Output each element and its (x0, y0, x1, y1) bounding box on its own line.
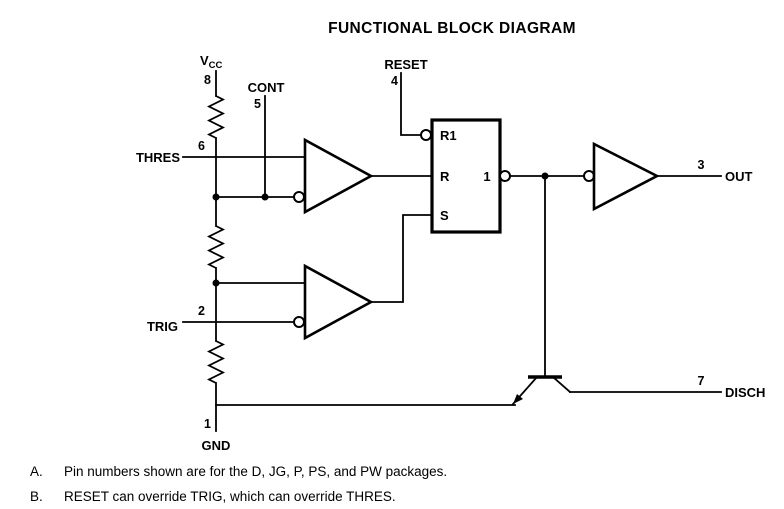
vcc-label-sub: CC (209, 60, 223, 71)
vcc-pin-label: VCC (200, 53, 223, 71)
out-pin-label: OUT (725, 169, 753, 184)
gnd-pin-number: 1 (204, 417, 211, 431)
buffer-input-bubble (583, 170, 595, 182)
discharge-transistor (511, 375, 572, 406)
vcc-label-main: V (200, 53, 209, 68)
trig-comparator-inverting-bubble (293, 316, 305, 328)
cont-pin-label: CONT (248, 80, 285, 95)
latch-s-input-label: S (440, 208, 449, 223)
thres-comparator-triangle (303, 137, 374, 215)
trig-pin-label: TRIG (147, 319, 178, 334)
disch-pin-number: 7 (698, 374, 705, 388)
trig-reference-dot (212, 279, 220, 287)
note-b-index: B. (30, 489, 43, 504)
input-wires (182, 72, 422, 323)
trig-comparator (293, 263, 374, 341)
note-a-text: Pin numbers shown are for the D, JG, P, … (64, 464, 447, 479)
reset-pin-label: RESET (384, 57, 427, 72)
latch-r-input-label: R (440, 169, 450, 184)
cont-node-dot (212, 193, 220, 201)
output-branch-dot (541, 172, 549, 180)
out-pin-number: 3 (698, 158, 705, 172)
cont-pin-number: 5 (254, 97, 261, 111)
output-buffer (583, 141, 660, 212)
note-a-index: A. (30, 464, 43, 479)
thres-pin-label: THRES (136, 150, 180, 165)
transistor-collector (551, 375, 572, 394)
vcc-pin-number: 8 (204, 73, 211, 87)
cont-wire-dot (261, 193, 269, 201)
trig-comparator-triangle (303, 263, 374, 341)
trig-pin-number: 2 (198, 304, 205, 318)
emitter-arrow (513, 394, 523, 404)
thres-comparator (293, 137, 374, 215)
resistor-3 (208, 340, 224, 384)
diagram-title: FUNCTIONAL BLOCK DIAGRAM (328, 20, 576, 37)
gnd-pin-label: GND (202, 438, 231, 453)
latch-output-label: 1 (483, 169, 490, 184)
reset-input-bubble (420, 129, 432, 141)
reset-wire (400, 72, 422, 136)
disch-pin-label: DISCH (725, 385, 765, 400)
thres-pin-number: 6 (198, 139, 205, 153)
pin-labels: VCC 8 6 THRES CONT 5 2 TRIG 1 GND RESET … (136, 53, 766, 453)
note-b-text: RESET can override TRIG, which can overr… (64, 489, 396, 504)
latch-reset-input-label: R1 (440, 128, 457, 143)
resistor-2 (208, 225, 224, 269)
latch-output-bubble (499, 170, 511, 182)
thres-comparator-inverting-bubble (293, 191, 305, 203)
sr-latch-box (430, 118, 502, 234)
output-buffer-triangle (592, 141, 660, 212)
trig-comparator-output-wire (370, 214, 433, 303)
resistor-1 (208, 95, 224, 139)
sr-latch: R1 R S 1 (420, 118, 511, 234)
reset-pin-number: 4 (391, 74, 398, 88)
footnotes: A. Pin numbers shown are for the D, JG, … (30, 464, 447, 504)
junction-dots (212, 172, 549, 287)
